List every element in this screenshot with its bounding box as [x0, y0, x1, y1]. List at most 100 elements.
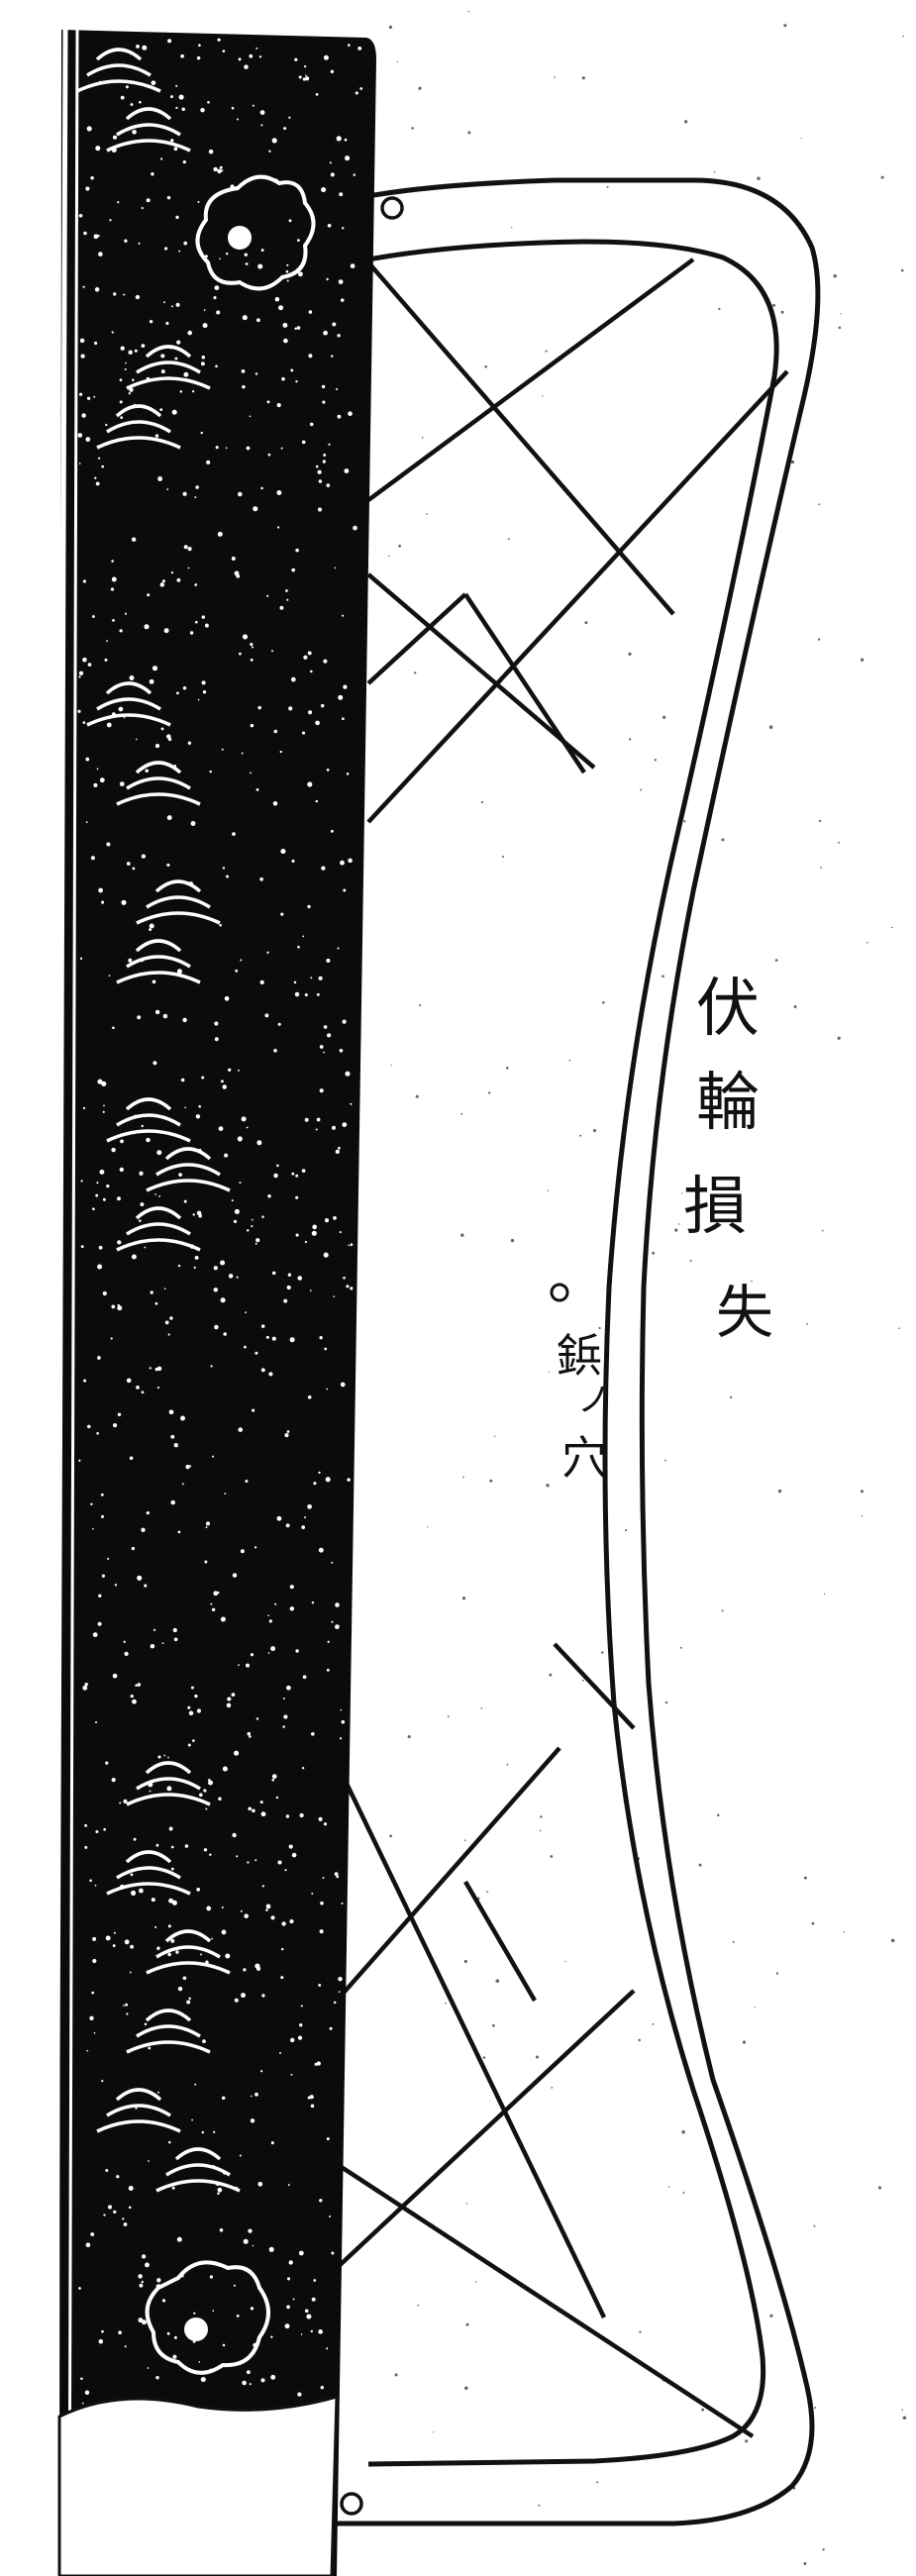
speckle-dot: [98, 2338, 104, 2344]
speckle-dot: [348, 411, 353, 417]
speckle-dot: [145, 2262, 150, 2268]
speckle-dot: [283, 338, 288, 344]
paper-dot: [783, 24, 787, 28]
speckle-dot: [181, 1483, 184, 1486]
speckle-dot: [162, 1013, 168, 1019]
speckle-dot: [238, 1664, 240, 1666]
paper-dot: [639, 2330, 642, 2333]
speckle-dot: [111, 1147, 116, 1153]
paper-dot: [414, 671, 417, 674]
speckle-dot: [94, 1884, 97, 1887]
paper-dot: [793, 1005, 797, 1008]
speckle-dot: [281, 1921, 286, 1926]
speckle-dot: [311, 1230, 317, 1236]
speckle-dot: [94, 476, 97, 479]
speckle-dot: [186, 2000, 191, 2005]
paper-dot: [818, 819, 822, 823]
speckle-dot: [311, 1892, 314, 1895]
speckle-dot: [106, 842, 111, 847]
speckle-dot: [92, 1958, 97, 1964]
speckle-dot: [160, 354, 165, 359]
speckle-dot: [97, 1079, 103, 1084]
speckle-dot: [293, 980, 297, 984]
speckle-dot: [323, 659, 328, 664]
speckle-dot: [243, 1345, 247, 1349]
speckle-dot: [128, 392, 131, 395]
speckle-dot: [194, 583, 198, 586]
speckle-dot: [132, 378, 135, 381]
speckle-dot: [147, 593, 151, 597]
speckle-dot: [85, 821, 88, 824]
speckle-dot: [319, 1336, 323, 1340]
speckle-dot: [105, 1761, 109, 1765]
paper-dot: [584, 621, 588, 625]
speckle-dot: [153, 1061, 157, 1066]
speckle-dot: [323, 1051, 325, 1054]
paper-speckle: [388, 10, 907, 2565]
paper-dot: [494, 1435, 496, 1437]
speckle-dot: [288, 2260, 293, 2265]
speckle-dot: [210, 1602, 213, 1605]
speckle-dot: [289, 2037, 295, 2043]
speckle-dot: [268, 2246, 274, 2252]
speckle-dot: [187, 1705, 191, 1709]
speckle-dot: [167, 1333, 170, 1336]
speckle-dot: [251, 1225, 254, 1228]
speckle-dot: [297, 945, 300, 949]
speckle-dot: [80, 354, 85, 359]
paper-dot: [713, 170, 716, 173]
speckle-dot: [101, 464, 105, 468]
speckle-dot: [92, 1632, 98, 1637]
speckle-dot: [336, 136, 342, 142]
speckle-dot: [170, 570, 174, 574]
paper-dot: [467, 131, 471, 135]
speckle-dot: [119, 378, 123, 382]
speckle-dot: [135, 1684, 138, 1688]
speckle-dot: [318, 1816, 323, 1821]
speckle-dot: [316, 1117, 321, 1122]
paper-dot: [447, 1715, 450, 1718]
speckle-dot: [350, 263, 356, 268]
speckle-dot: [272, 801, 278, 806]
paper-dot: [460, 1112, 463, 1115]
speckle-dot: [224, 995, 230, 1001]
speckle-dot: [182, 1976, 187, 1981]
wave-stroke: [106, 1882, 191, 1896]
speckle-dot: [177, 1530, 181, 1534]
paper-dot: [484, 364, 488, 368]
speckle-dot: [250, 658, 254, 662]
paper-dot: [445, 2002, 447, 2005]
speckle-dot: [145, 769, 149, 773]
speckle-dot: [313, 1482, 317, 1486]
speckle-dot: [228, 1274, 234, 1279]
speckle-dot: [295, 548, 299, 553]
speckle-dot: [175, 84, 178, 87]
speckle-dot: [147, 2367, 150, 2369]
speckle-dot: [330, 172, 335, 177]
speckle-dot: [245, 1663, 251, 1668]
paper-dot: [890, 1938, 895, 1943]
wave-stroke: [155, 2179, 241, 2193]
speckle-dot: [196, 1708, 202, 1713]
speckle-dot: [326, 769, 330, 772]
wave-stroke: [126, 776, 191, 790]
speckle-dot: [338, 1976, 343, 1982]
speckle-dot: [326, 483, 331, 487]
speckle-dot: [86, 396, 91, 400]
speckle-dot: [222, 867, 226, 870]
paper-dot: [415, 1094, 419, 1098]
paper-dot: [769, 2314, 773, 2318]
speckle-dot: [141, 344, 146, 348]
paper-dot: [662, 975, 664, 979]
speckle-dot: [250, 2307, 254, 2311]
speckle-dot: [175, 215, 179, 220]
speckle-dot: [221, 1906, 224, 1908]
speckle-dot: [346, 773, 350, 775]
speckle-dot: [164, 1320, 169, 1325]
speckle-dot: [234, 1750, 240, 1756]
speckle-dot: [149, 1367, 152, 1370]
speckle-dot: [268, 1619, 272, 1623]
speckle-dot: [310, 1731, 315, 1736]
paper-dot: [418, 86, 422, 90]
speckle-dot: [301, 731, 306, 735]
